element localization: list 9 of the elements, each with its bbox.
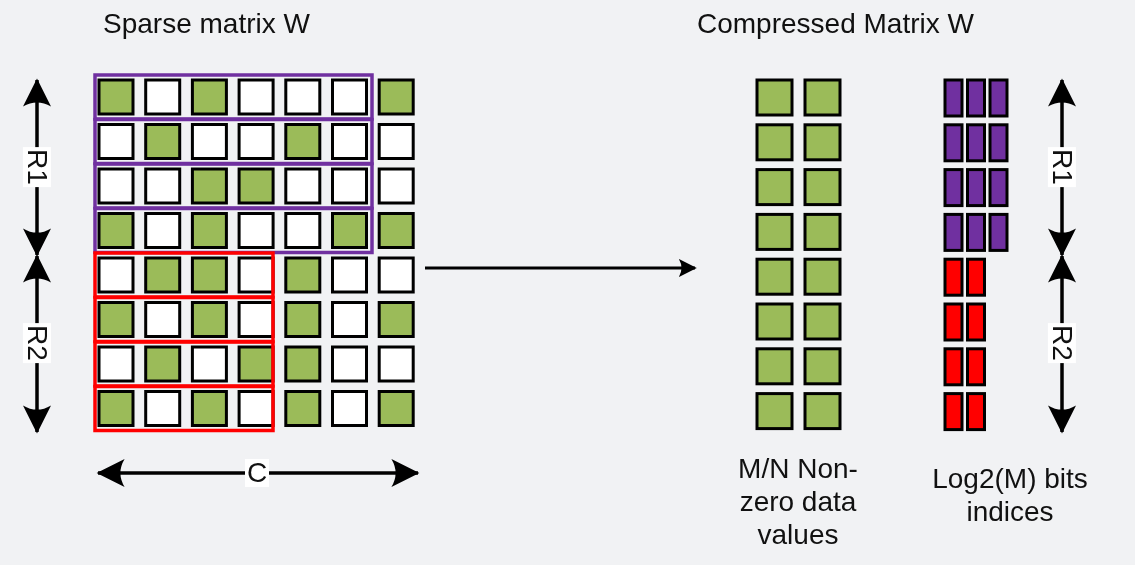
matrix-title: Compressed Matrix W: [697, 8, 974, 40]
dimension-label: R1: [1047, 147, 1076, 187]
dimension-label: R2: [22, 323, 51, 363]
caption-text: Log2(M) bits indices: [931, 462, 1089, 528]
dimension-label: R2: [1047, 323, 1076, 363]
caption-text: M/N Non-zero data values: [737, 452, 859, 551]
dimension-label: R1: [22, 147, 51, 187]
matrix-title: Sparse matrix W: [103, 8, 310, 40]
dimension-label: C: [245, 459, 270, 487]
